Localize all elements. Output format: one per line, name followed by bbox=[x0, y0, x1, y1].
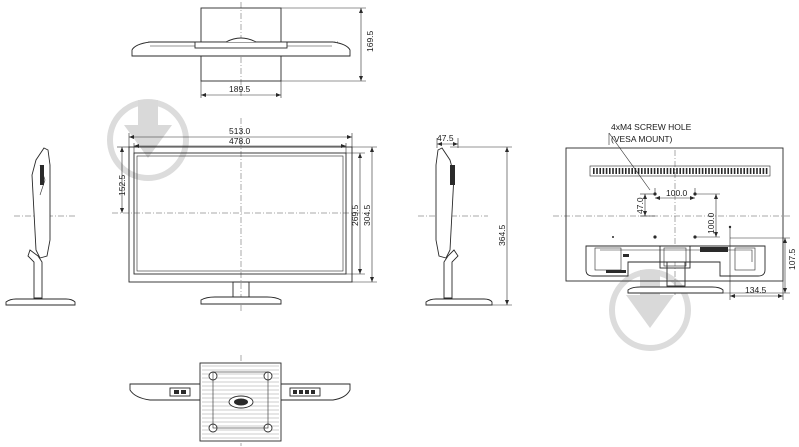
vent-slot bbox=[653, 168, 656, 174]
vent-slot bbox=[737, 168, 739, 174]
vent-slot bbox=[599, 168, 601, 174]
dim-back-vesa-h: 100.0 bbox=[666, 188, 688, 198]
vent-slot bbox=[669, 168, 672, 174]
vent-slot bbox=[749, 168, 752, 174]
vent-slot bbox=[625, 168, 627, 174]
vent-slot bbox=[733, 168, 736, 174]
vent-slot bbox=[753, 168, 755, 174]
dim-front-panel-width: 478.0 bbox=[229, 136, 251, 146]
vent-slot bbox=[682, 168, 685, 174]
dim-back-vesa-offset: 47.0 bbox=[635, 197, 645, 214]
vent-slot bbox=[605, 168, 608, 174]
port-icon bbox=[311, 390, 315, 394]
vent-slot bbox=[743, 168, 745, 174]
right-side-view: 47.5 364.5 bbox=[418, 133, 512, 306]
vent-slot bbox=[762, 168, 765, 174]
vent-slot bbox=[721, 168, 723, 174]
vent-slot bbox=[666, 168, 669, 174]
dim-front-width: 513.0 bbox=[229, 126, 251, 136]
vent-slot bbox=[593, 168, 595, 174]
vent-slot bbox=[641, 168, 643, 174]
vent-slot bbox=[657, 168, 659, 174]
vent-grille bbox=[589, 165, 771, 177]
note-screw-hole: 4xM4 SCREW HOLE bbox=[611, 122, 692, 132]
vent-slot bbox=[663, 168, 665, 174]
vent-slot bbox=[647, 168, 649, 174]
vent-slot bbox=[740, 168, 742, 174]
port-icon bbox=[293, 390, 297, 394]
vent-slot bbox=[628, 168, 630, 174]
vent-slot bbox=[717, 168, 720, 174]
vent-slot bbox=[615, 168, 617, 174]
vent-slot bbox=[705, 168, 707, 174]
vent-slot bbox=[676, 168, 678, 174]
vent-slot bbox=[689, 168, 691, 174]
vent-slot bbox=[714, 168, 717, 174]
vent-slot bbox=[679, 168, 681, 174]
vent-slot bbox=[602, 168, 605, 174]
vent-slot bbox=[631, 168, 633, 174]
dim-front-body-height: 304.5 bbox=[362, 204, 372, 226]
vent-slot bbox=[727, 168, 729, 174]
dim-back-vesa-v: 100.0 bbox=[706, 212, 716, 234]
dim-side-total-height: 364.5 bbox=[497, 224, 507, 246]
left-side-view bbox=[5, 147, 76, 306]
vent-slot bbox=[698, 168, 701, 174]
port-icon bbox=[299, 390, 303, 394]
dim-front-center-height: 152.5 bbox=[117, 174, 127, 196]
vent-slot bbox=[609, 168, 611, 174]
back-view: 4xM4 SCREW HOLE (VESA MOUNT) 100.0 100.0… bbox=[553, 122, 797, 300]
vent-slot bbox=[708, 168, 710, 174]
dim-side-depth: 47.5 bbox=[437, 133, 454, 143]
vent-slot bbox=[765, 168, 768, 174]
vent-slot bbox=[711, 168, 713, 174]
bottom-view bbox=[129, 355, 351, 446]
watermark-download-icon-right bbox=[609, 269, 691, 351]
dim-back-stand-height: 107.5 bbox=[787, 248, 797, 270]
vent-slot bbox=[695, 168, 697, 174]
vent-slot bbox=[660, 168, 662, 174]
vent-slot bbox=[644, 168, 646, 174]
vent-slot bbox=[612, 168, 614, 174]
front-view: 513.0 478.0 152.5 269.5 304.5 bbox=[112, 118, 377, 312]
dim-top-depth: 169.5 bbox=[365, 30, 375, 52]
vent-slot bbox=[685, 168, 688, 174]
vent-slot bbox=[650, 168, 653, 174]
vent-slot bbox=[746, 168, 749, 174]
dim-front-panel-height: 269.5 bbox=[350, 204, 360, 226]
port-icon bbox=[305, 390, 309, 394]
vent-slot bbox=[730, 168, 733, 174]
vent-slot bbox=[673, 168, 675, 174]
vent-slot bbox=[621, 168, 624, 174]
watermark-download-icon-left bbox=[107, 99, 189, 181]
vent-slot bbox=[692, 168, 694, 174]
vent-slot bbox=[634, 168, 637, 174]
dim-top-base-width: 189.5 bbox=[229, 84, 251, 94]
dim-back-stand-offset: 134.5 bbox=[745, 285, 767, 295]
vent-slot bbox=[701, 168, 704, 174]
vent-slot bbox=[637, 168, 640, 174]
vent-slot bbox=[724, 168, 726, 174]
vesa-hole-icon bbox=[653, 235, 657, 239]
vent-slot bbox=[596, 168, 598, 174]
vent-slot bbox=[756, 168, 758, 174]
vent-slot bbox=[759, 168, 761, 174]
note-vesa-mount: (VESA MOUNT) bbox=[611, 134, 673, 144]
top-view: 169.5 189.5 bbox=[131, 2, 375, 98]
vent-slot bbox=[618, 168, 621, 174]
